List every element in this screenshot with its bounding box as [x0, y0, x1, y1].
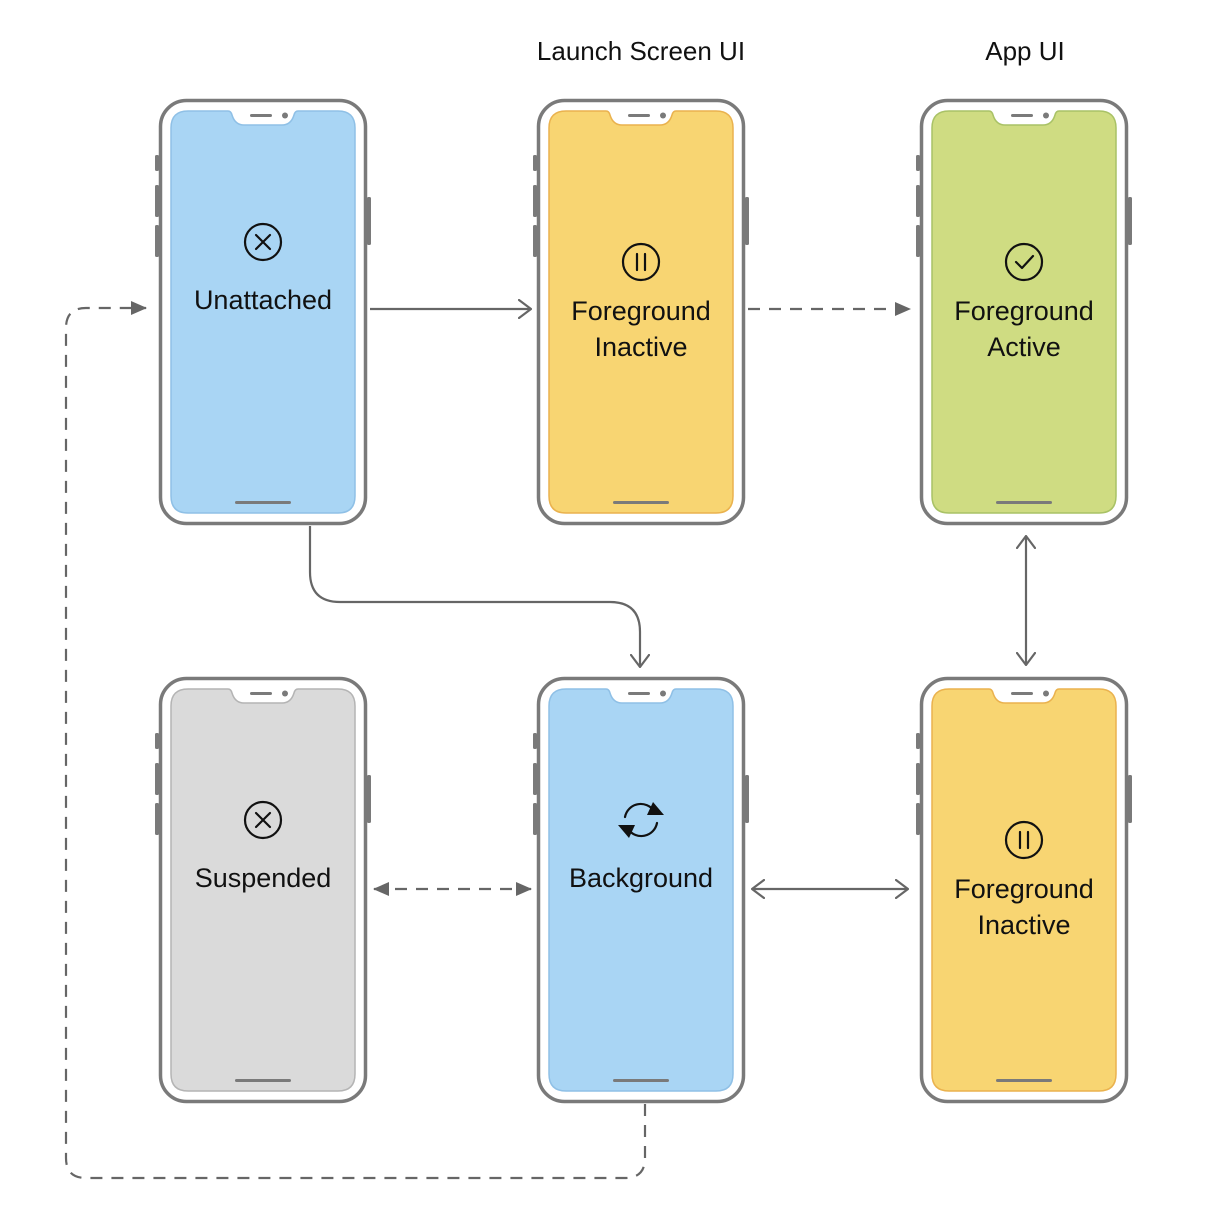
volume-up-button	[155, 763, 159, 795]
transition-background-to-unattached	[64, 301, 647, 1180]
volume-up-button	[916, 185, 920, 217]
state-label: Foreground	[954, 874, 1094, 904]
volume-down-button	[155, 225, 159, 257]
x-circle-icon	[243, 222, 283, 262]
checkmark-circle-icon	[1004, 242, 1044, 282]
refresh-cycle-icon	[618, 802, 664, 838]
state-label: Foreground	[571, 296, 711, 326]
side-button	[155, 155, 159, 171]
side-button	[155, 733, 159, 749]
power-button	[1128, 197, 1132, 245]
header-app-ui: App UI	[985, 36, 1065, 66]
front-camera	[282, 690, 288, 697]
power-button	[367, 197, 371, 245]
state-suspended-phone: Suspended	[155, 676, 371, 1104]
speaker	[250, 114, 272, 117]
speaker	[1011, 114, 1033, 117]
state-background-phone: Background	[533, 676, 749, 1104]
home-indicator	[996, 1079, 1052, 1082]
state-label: Foreground	[954, 296, 1094, 326]
volume-down-button	[916, 803, 920, 835]
state-label: Active	[987, 332, 1061, 362]
phone-screen	[170, 110, 356, 514]
state-label: Inactive	[977, 910, 1070, 940]
front-camera	[660, 690, 666, 697]
volume-down-button	[533, 803, 537, 835]
volume-down-button	[155, 803, 159, 835]
home-indicator	[996, 501, 1052, 504]
speaker	[1011, 692, 1033, 695]
power-button	[1128, 775, 1132, 823]
transition-unattached-to-background	[308, 526, 640, 667]
transitions	[64, 301, 1026, 1180]
side-button	[916, 155, 920, 171]
power-button	[367, 775, 371, 823]
power-button	[745, 775, 749, 823]
phone-screen	[931, 688, 1117, 1092]
state-label: Background	[569, 863, 713, 893]
power-button	[745, 197, 749, 245]
front-camera	[282, 112, 288, 119]
side-button	[916, 733, 920, 749]
state-label: Inactive	[594, 332, 687, 362]
speaker	[628, 692, 650, 695]
side-button	[533, 733, 537, 749]
front-camera	[1043, 690, 1049, 697]
speaker	[250, 692, 272, 695]
volume-up-button	[533, 763, 537, 795]
volume-down-button	[533, 225, 537, 257]
phone-screen	[170, 688, 356, 1092]
home-indicator	[235, 501, 291, 504]
state-unattached-phone: Unattached	[155, 98, 371, 526]
front-camera	[1043, 112, 1049, 119]
volume-up-button	[916, 763, 920, 795]
home-indicator	[613, 1079, 669, 1082]
speaker	[628, 114, 650, 117]
volume-up-button	[533, 185, 537, 217]
home-indicator	[613, 501, 669, 504]
volume-down-button	[916, 225, 920, 257]
phone-screen	[548, 110, 734, 514]
phone-screen	[931, 110, 1117, 514]
phone-screen	[548, 688, 734, 1092]
volume-up-button	[155, 185, 159, 217]
state-label: Unattached	[194, 285, 332, 315]
pause-circle-icon	[621, 242, 661, 282]
header-launch-screen-ui: Launch Screen UI	[537, 36, 745, 66]
x-circle-icon	[243, 800, 283, 840]
home-indicator	[235, 1079, 291, 1082]
front-camera	[660, 112, 666, 119]
pause-circle-icon	[1004, 820, 1044, 860]
state-label: Suspended	[195, 863, 332, 893]
side-button	[533, 155, 537, 171]
